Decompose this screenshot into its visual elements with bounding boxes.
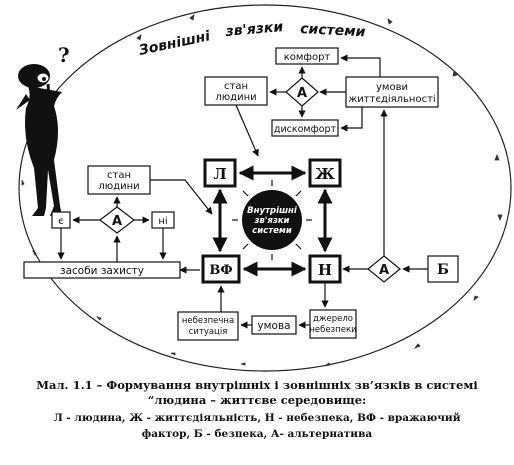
alternative-label-top: А — [297, 86, 307, 101]
danger-situation-line2: ситуація — [189, 327, 228, 337]
outer-title-word3: системи — [300, 21, 366, 40]
node-N-label: Н — [318, 261, 332, 279]
danger-situation-line1: небезпечна — [182, 316, 234, 326]
caption-line4: фактор, Б - безпека, А- альтернатива — [141, 428, 373, 440]
state-person-top-line2: людини — [215, 92, 256, 103]
inner-title-line2: зв'язки — [253, 216, 289, 226]
top-connectors — [235, 54, 381, 157]
node-L-label: Л — [213, 165, 226, 183]
thinking-person-illustration: ? — [16, 43, 70, 216]
node-Zh-box — [308, 158, 342, 188]
core-links — [212, 165, 333, 277]
no-label: ні — [158, 215, 167, 227]
living-conditions-line1: умови — [376, 82, 408, 93]
danger-source-line1: джерело — [313, 314, 353, 324]
discomfort-label: дискомфорт — [274, 124, 337, 135]
state-person-left-line1: стан — [107, 170, 131, 181]
inner-core-circle — [242, 190, 302, 250]
discomfort-box — [271, 119, 339, 137]
condition-label: умова — [257, 320, 290, 332]
comfort-label: комфорт — [284, 52, 331, 63]
yes-label: є — [58, 216, 64, 227]
inner-title-line1: Внутрішні — [247, 205, 298, 216]
caption-line1: Мал. 1.1 – Формування внутрішніх і зовні… — [36, 378, 478, 392]
caption-line3: Л - людина, Ж - життєдіяльність, Н - неб… — [53, 412, 461, 424]
outer-title-word2: зв'язки — [224, 19, 284, 40]
outer-system-ellipse — [18, 4, 512, 372]
alternative-diamond-left — [99, 206, 135, 234]
node-B-label: Б — [437, 262, 449, 278]
node-VF-box — [201, 254, 241, 284]
system-links-diagram: Зовнішні зв'язки системи ? комфорт А дис… — [16, 4, 512, 372]
protection-means-label: засоби захисту — [60, 265, 144, 277]
node-Zh-label: Ж — [315, 165, 335, 183]
danger-situation-box — [177, 311, 239, 341]
danger-source-box — [309, 309, 357, 339]
inner-title-line3: системи — [252, 226, 292, 236]
state-person-top-line1: стан — [224, 81, 248, 92]
node-VF-label: ВФ — [209, 263, 232, 278]
caption-line2: “людина – життєве середовище: — [147, 393, 367, 407]
living-conditions-line2: життєдіяльності — [348, 93, 435, 105]
state-person-box-top — [204, 76, 268, 106]
alternative-label-left: А — [112, 214, 122, 229]
comfort-box — [275, 47, 339, 65]
alternative-diamond-right — [367, 255, 401, 283]
left-connectors — [57, 179, 213, 274]
question-mark: ? — [58, 43, 70, 67]
right-connectors — [342, 109, 428, 273]
node-L-box — [203, 158, 237, 188]
outer-title-word1: Зовнішні — [138, 28, 212, 59]
alternative-label-right: А — [379, 263, 389, 278]
node-N-box — [308, 254, 342, 284]
danger-source-line2: небезпеки — [309, 325, 356, 335]
node-B-box — [427, 255, 459, 283]
state-person-left-line2: людини — [98, 181, 139, 192]
ellipse-tick-arrows — [21, 14, 503, 367]
inner-core-rays — [232, 180, 312, 260]
bottom-connectors — [217, 282, 329, 329]
